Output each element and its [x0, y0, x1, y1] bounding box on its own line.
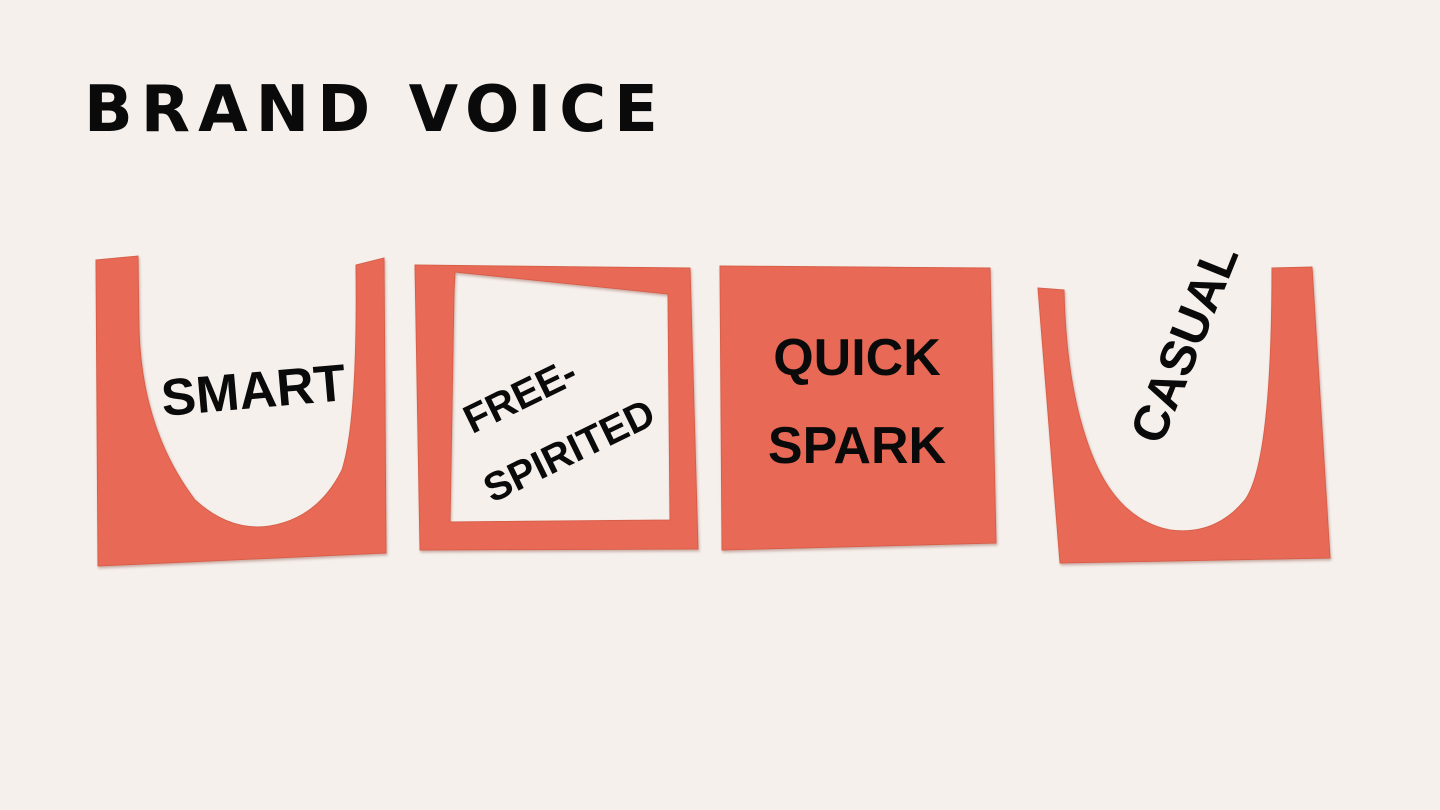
casual-label: CASUAL [1119, 237, 1249, 451]
casual-paper-shape [1037, 266, 1331, 564]
quick-spark-label-line1: QUICK [773, 329, 941, 387]
smart-label: SMART [159, 354, 348, 428]
card-smart: SMART [95, 255, 387, 567]
quick-spark-label-line2: SPARK [768, 417, 947, 475]
card-casual: CASUAL [1037, 237, 1331, 564]
quick-spark-paper-square [719, 265, 997, 551]
card-free-spirited: FREE- SPIRITED [414, 264, 699, 551]
smart-paper-shape [95, 255, 387, 567]
page-title: BRAND VOICE [84, 73, 666, 147]
free-spirited-paper-frame [414, 264, 699, 551]
card-quick-spark: QUICK SPARK [719, 265, 997, 551]
